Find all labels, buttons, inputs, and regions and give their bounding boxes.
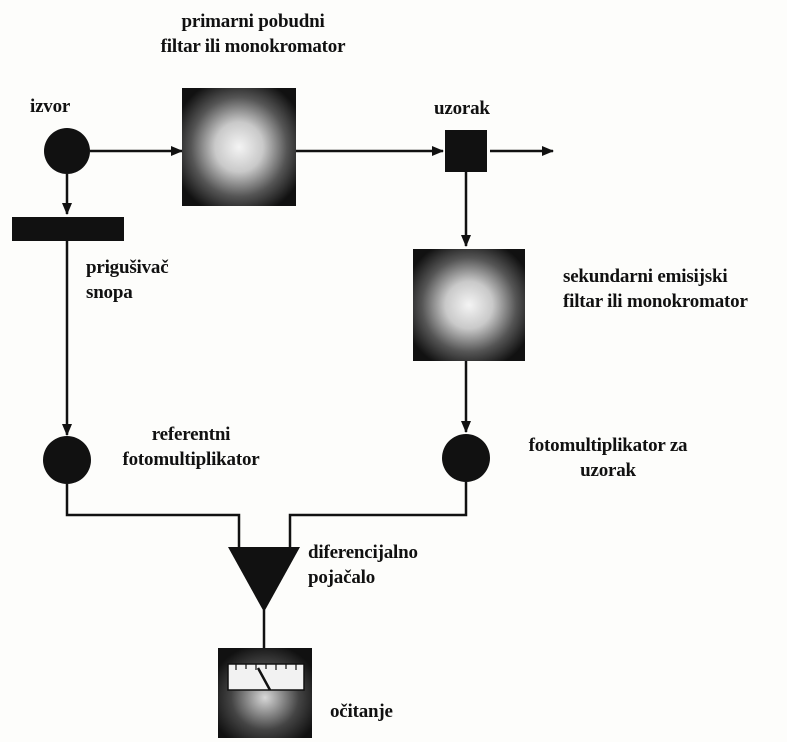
- differential-amplifier: [228, 547, 300, 612]
- sample-cell: [445, 130, 487, 172]
- primary-filter-label: primarni pobudni filtar ili monokromator: [148, 10, 358, 59]
- wire-reference-to-amp: [65, 484, 241, 550]
- diff-amp-label-line1: diferencijalno: [308, 542, 418, 563]
- secondary-filter-label: sekundarni emisijski filtar ili monokrom…: [563, 265, 748, 314]
- secondary-filter-box: [413, 249, 525, 361]
- readout-label: očitanje: [330, 701, 393, 722]
- meter-needle: [256, 667, 272, 691]
- attenuator-label-line2: snopa: [86, 281, 133, 303]
- primary-filter-box: [182, 88, 296, 206]
- primary-filter-label-line2: filtar ili monokromator: [160, 35, 346, 57]
- readout-meter: [218, 648, 312, 738]
- diff-amp-label-line2: pojačalo: [308, 566, 376, 588]
- sample-pmt: [442, 434, 490, 482]
- primary-filter-label-line1: primarni pobudni: [181, 11, 325, 32]
- attenuator-label: prigušivač snopa: [86, 256, 169, 305]
- beam-attenuator: [12, 217, 124, 241]
- source-label: izvor: [30, 96, 71, 117]
- reference-pmt-label-line2: fotomultiplikator: [122, 448, 260, 470]
- sample-pmt-label-line2: uzorak: [580, 459, 636, 481]
- reference-pmt: [43, 436, 91, 484]
- sample-pmt-label-line1: fotomultiplikator za: [528, 435, 688, 456]
- source-lamp: [44, 128, 90, 174]
- reference-pmt-label-line1: referentni: [151, 424, 231, 445]
- diff-amp-label: diferencijalno pojačalo: [308, 541, 418, 590]
- reference-pmt-label: referentni fotomultiplikator: [96, 423, 286, 472]
- secondary-filter-label-line2: filtar ili monokromator: [563, 290, 748, 312]
- secondary-filter-label-line1: sekundarni emisijski: [563, 266, 728, 287]
- sample-pmt-label: fotomultiplikator za uzorak: [502, 434, 714, 483]
- meter-scale-ticks: [235, 664, 297, 670]
- sample-label: uzorak: [434, 98, 490, 119]
- attenuator-label-line1: prigušivač: [86, 257, 169, 278]
- wire-sample-to-amp: [288, 482, 468, 550]
